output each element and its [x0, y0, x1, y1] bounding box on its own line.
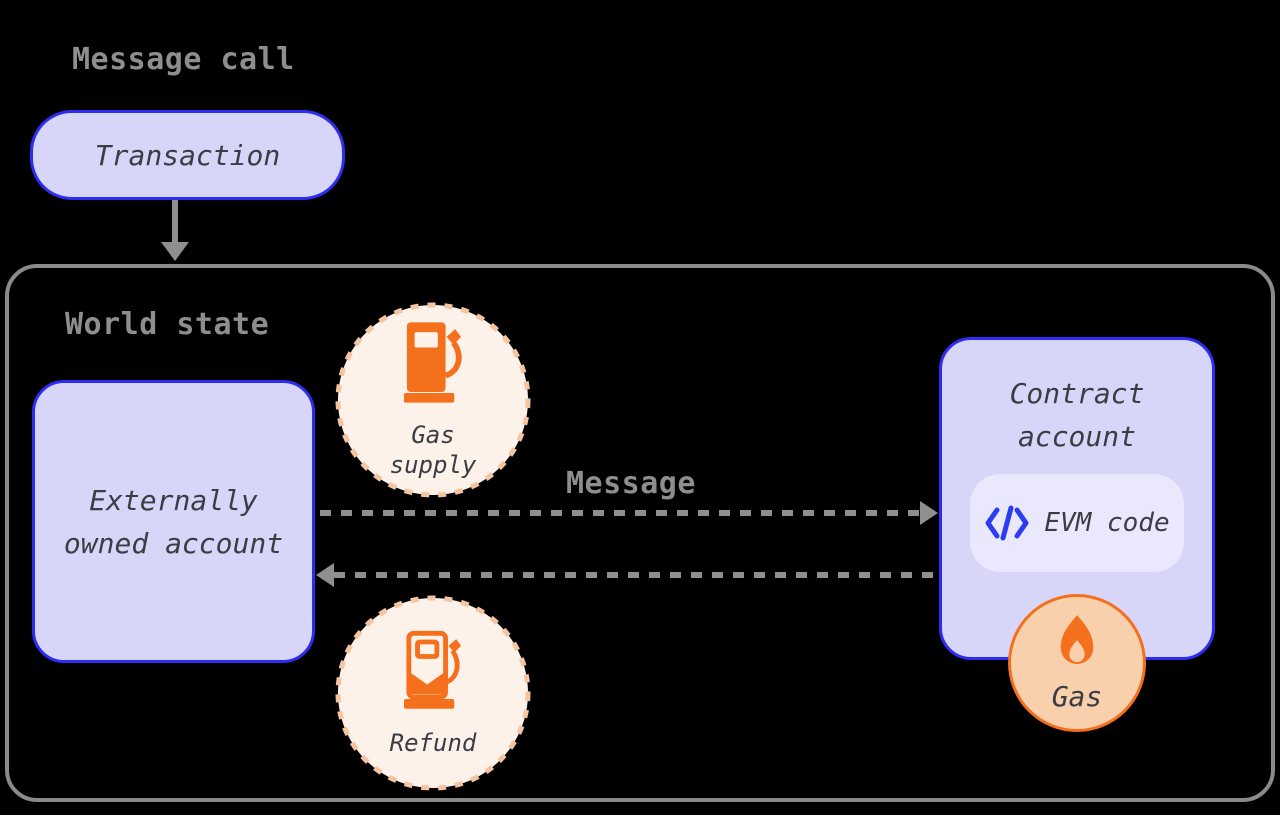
contract-label-line1: Contract — [1009, 377, 1145, 410]
eoa-label-line2: owned account — [63, 526, 284, 560]
arrowhead-left-icon — [316, 563, 334, 587]
flame-icon — [1054, 613, 1100, 678]
gas-pump-icon — [404, 321, 462, 412]
gas-badge-label: Gas — [1051, 680, 1103, 713]
contract-account-box: Contract account EVM code — [939, 337, 1215, 660]
transaction-box: Transaction — [30, 110, 345, 200]
code-icon — [984, 505, 1030, 541]
gas-badge-circle: Gas — [1008, 594, 1146, 732]
gas-pump-outline-icon — [404, 629, 462, 720]
world-state-label: World state — [65, 307, 270, 342]
message-label: Message — [566, 466, 696, 501]
world-state-panel — [5, 264, 1275, 802]
refund-label: Refund — [389, 728, 477, 757]
gas-supply-label-line1: Gas — [411, 420, 455, 449]
down-arrow-shaft — [172, 200, 178, 244]
transaction-label: Transaction — [94, 138, 281, 172]
refund-circle: Refund — [334, 594, 532, 792]
arrowhead-right-icon — [920, 501, 938, 525]
evm-code-label: EVM code — [1044, 507, 1170, 538]
gas-supply-label-line2: supply — [389, 450, 477, 479]
down-arrow-icon — [149, 200, 201, 262]
eoa-label-line1: Externally — [89, 483, 258, 517]
message-call-heading: Message call — [72, 42, 295, 77]
message-arrow-right — [320, 510, 920, 516]
message-arrow-left — [334, 572, 938, 578]
externally-owned-account-box: Externally owned account — [32, 380, 315, 663]
down-arrow-head — [161, 242, 189, 261]
evm-code-pill: EVM code — [970, 474, 1184, 572]
gas-supply-circle: Gas supply — [334, 301, 532, 499]
contract-label-line2: account — [1017, 420, 1136, 453]
